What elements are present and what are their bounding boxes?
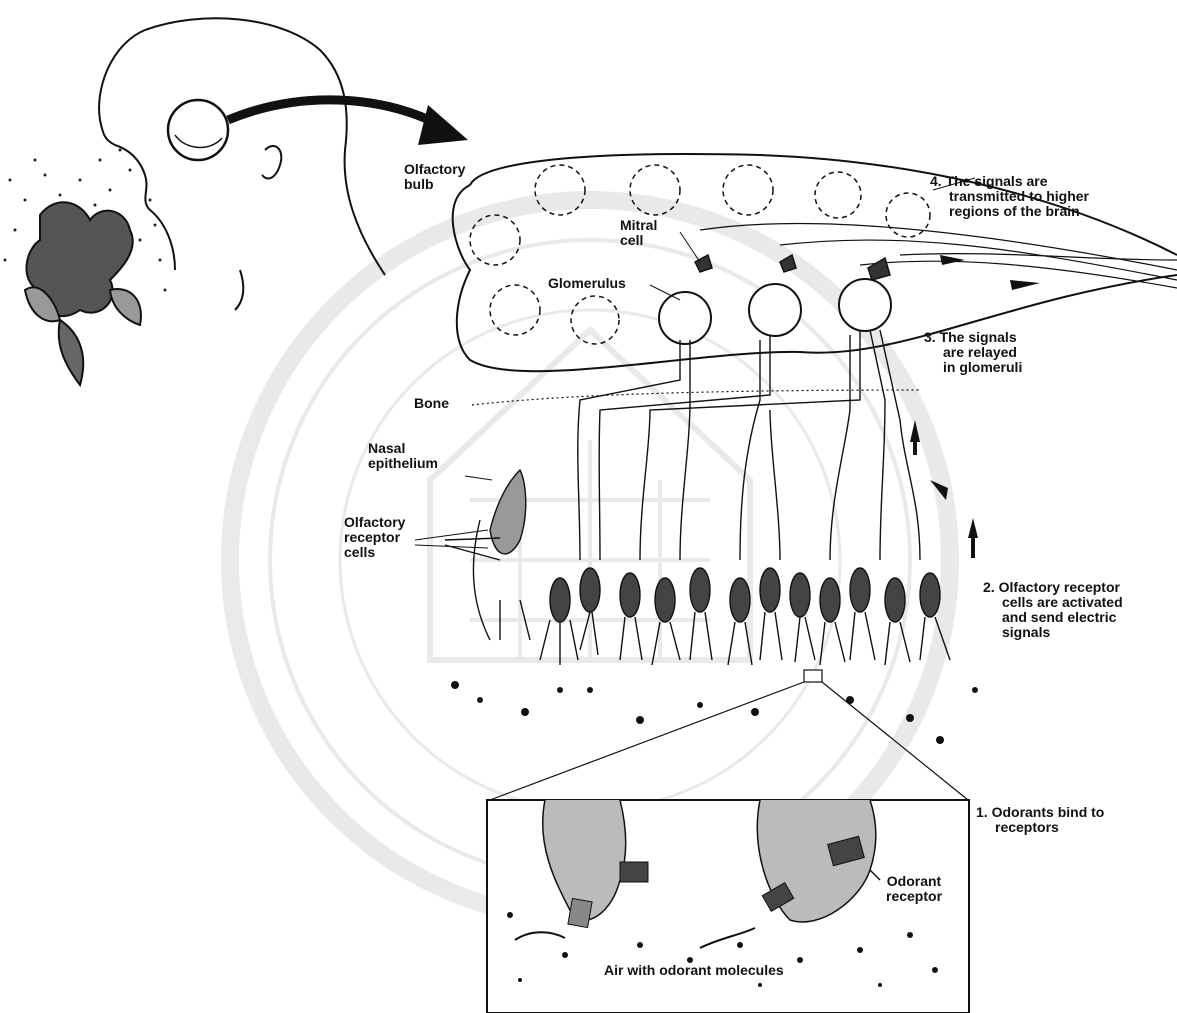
flower-illustration [4,149,167,386]
label-line: receptor [886,889,942,904]
label-line: Mitral [620,218,657,233]
step-2: 2. Olfactory receptor cells are activate… [983,580,1123,640]
label-mitral-cell: Mitral cell [620,218,657,248]
step-line: The signals are [946,173,1048,189]
step-4: 4. The signals are transmitted to higher… [930,174,1089,219]
step-line: cells are activated [983,595,1123,610]
step-line: Olfactory receptor [999,579,1120,595]
label-olfactory-bulb: Olfactory bulb [404,162,465,192]
signal-arrows [910,255,1040,558]
label-line: cells [344,545,405,560]
step-line: Odorants bind to [992,804,1105,820]
step-line: receptors [976,820,1104,835]
step-1: 1. Odorants bind to receptors [976,805,1104,835]
label-line: receptor [344,530,405,545]
step-number: 3. [924,329,936,345]
step-line: in glomeruli [924,360,1022,375]
label-line: Odorant [886,874,942,889]
label-glomerulus: Glomerulus [548,276,626,291]
step-line: and send electric [983,610,1123,625]
zoom-arrow [228,100,468,145]
label-line: cell [620,233,657,248]
step-number: 1. [976,804,988,820]
step-line: are relayed [924,345,1022,360]
inset-box [487,800,969,1013]
head-profile [99,18,385,310]
label-line: Olfactory [404,162,465,177]
step-line: The signals [940,329,1017,345]
label-olfactory-receptor-cells: Olfactory receptor cells [344,515,405,560]
step-number: 4. [930,173,942,189]
label-air-with-odorant-molecules: Air with odorant molecules [604,962,784,978]
step-line: signals [983,625,1123,640]
label-nasal-epithelium: Nasal epithelium [368,441,438,471]
bone-line [472,390,920,405]
label-odorant-receptor: Odorant receptor [886,874,942,904]
step-line: transmitted to higher [930,189,1089,204]
label-line: epithelium [368,456,438,471]
label-line: Olfactory [344,515,405,530]
step-3: 3. The signals are relayed in glomeruli [924,330,1022,375]
step-line: regions of the brain [930,204,1089,219]
step-number: 2. [983,579,995,595]
glomeruli-active [659,279,891,344]
label-line: Nasal [368,441,438,456]
label-bone: Bone [414,396,449,411]
label-line: bulb [404,177,465,192]
